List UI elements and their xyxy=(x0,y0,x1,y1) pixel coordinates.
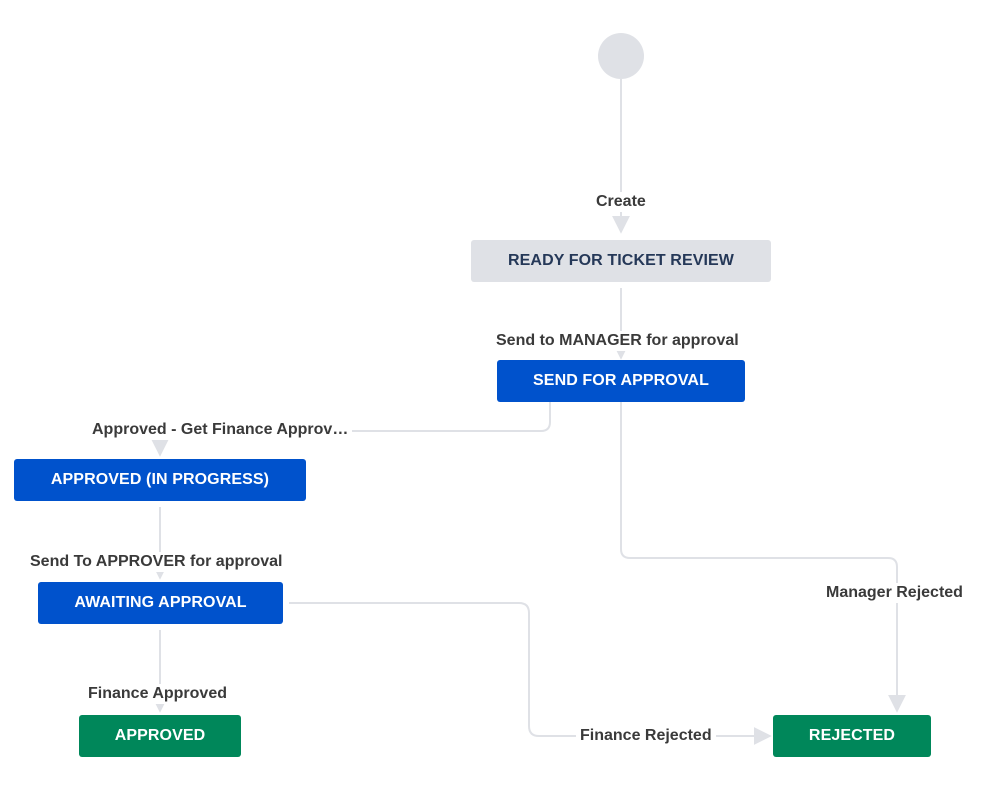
connector-manager-rejected xyxy=(620,402,906,713)
transition-label-finance-rejected[interactable]: Finance Rejected xyxy=(576,726,716,746)
status-label: SEND FOR APPROVAL xyxy=(533,372,709,389)
transition-label-get-finance-approval[interactable]: Approved - Get Finance Approv… xyxy=(92,420,353,440)
transition-label-send-to-approver[interactable]: Send To APPROVER for approval xyxy=(30,552,283,572)
status-label: READY FOR TICKET REVIEW xyxy=(507,252,735,269)
status-label: REJECTED xyxy=(808,727,896,744)
connector-finance-rejected xyxy=(289,602,772,745)
transition-label-manager-rejected[interactable]: Manager Rejected xyxy=(826,583,963,603)
status-rejected[interactable]: REJECTED xyxy=(773,715,931,757)
start-node xyxy=(598,33,644,79)
status-approved[interactable]: APPROVED xyxy=(79,715,241,757)
status-awaiting-approval[interactable]: AWAITING APPROVAL xyxy=(38,582,283,624)
transition-label-create[interactable]: Create xyxy=(596,192,646,212)
transition-label-finance-approved[interactable]: Finance Approved xyxy=(88,684,227,704)
status-label: APPROVED xyxy=(114,727,206,744)
status-ready-for-ticket-review[interactable]: READY FOR TICKET REVIEW xyxy=(471,240,771,282)
transition-label-send-to-manager[interactable]: Send to MANAGER for approval xyxy=(496,331,739,351)
status-label: AWAITING APPROVAL xyxy=(74,594,247,611)
status-label: APPROVED (IN PROGRESS) xyxy=(50,471,270,488)
status-send-for-approval[interactable]: SEND FOR APPROVAL xyxy=(497,360,745,402)
status-approved-in-progress[interactable]: APPROVED (IN PROGRESS) xyxy=(14,459,306,501)
